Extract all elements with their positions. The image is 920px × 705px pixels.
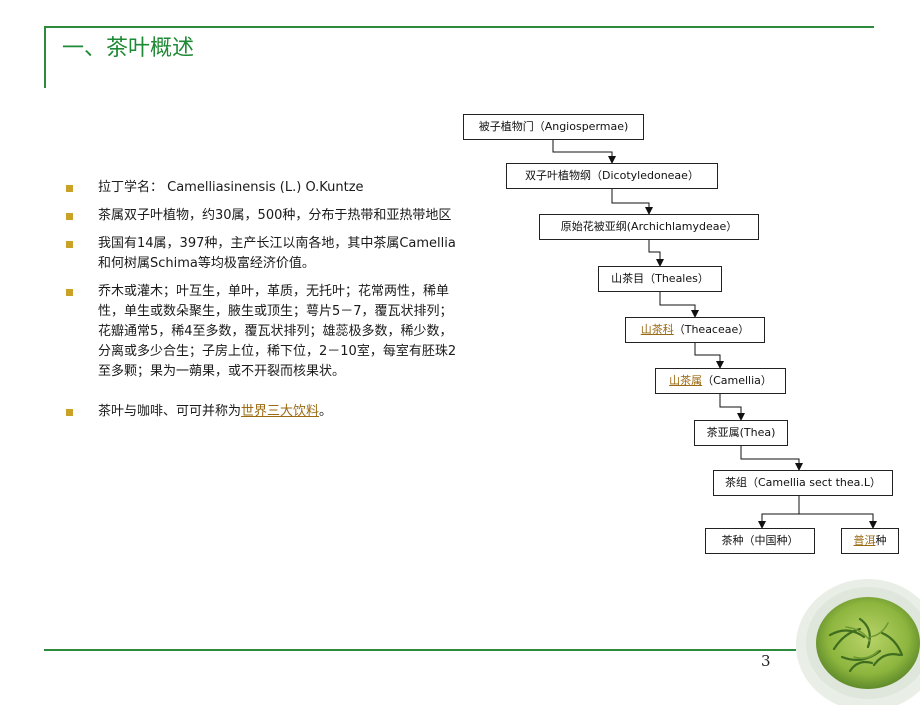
bullet-text: 乔木或灌木；叶互生，单叶，革质，无托叶；花常两性，稀单性，单生或数朵聚生，腋生或… xyxy=(98,284,457,379)
bullet-text: 茶叶与咖啡、可可并称为 xyxy=(98,404,242,419)
bullet-marker-icon xyxy=(66,409,73,416)
tea-leaves-image xyxy=(796,579,920,705)
bullet-text: 茶属双子叶植物，约30属，500种，分布于热带和亚热带地区 xyxy=(98,208,452,223)
node-genus: 山茶属（Camellia） xyxy=(655,368,786,394)
header-side-rule xyxy=(44,26,46,88)
connector-order-family xyxy=(659,292,699,318)
connector-class-subclass xyxy=(611,189,653,215)
page-number: 3 xyxy=(761,652,771,670)
node-family: 山茶科（Theaceae） xyxy=(625,317,765,343)
bullet-china: 我国有14属，397种，主产长江以南各地，其中茶属Camellia和何树属Sch… xyxy=(66,234,458,274)
connector-subgenus-section xyxy=(740,446,803,471)
bullet-list: 拉丁学名： Camelliasinensis (L.) O.Kuntze 茶属双… xyxy=(66,178,458,430)
connector-section-species xyxy=(758,496,800,529)
header-rule xyxy=(44,26,874,28)
bullet-latin-name: 拉丁学名： Camelliasinensis (L.) O.Kuntze xyxy=(66,178,458,198)
family-link[interactable]: 山茶科 xyxy=(640,323,674,336)
bullet-marker-icon xyxy=(66,185,73,192)
taxonomy-connectors xyxy=(552,140,877,529)
node-subclass: 原始花被亚纲(Archichlamydeae） xyxy=(539,214,759,240)
slide-title: 一、茶叶概述 xyxy=(62,36,195,61)
bullet-text-suffix: 。 xyxy=(319,404,333,419)
node-species-china: 茶种（中国种） xyxy=(705,528,815,554)
node-subgenus: 茶亚属(Thea) xyxy=(694,420,788,446)
footer-rule xyxy=(44,649,796,651)
connector-section-species2 xyxy=(799,513,877,529)
genus-link[interactable]: 山茶属 xyxy=(669,374,703,387)
bullet-marker-icon xyxy=(66,289,73,296)
bullet-text: 我国有14属，397种，主产长江以南各地，其中茶属Camellia和何树属Sch… xyxy=(98,236,456,271)
bullet-marker-icon xyxy=(66,213,73,220)
bullet-text: 拉丁学名： Camelliasinensis (L.) O.Kuntze xyxy=(98,180,364,195)
node-section: 茶组（Camellia sect thea.L） xyxy=(713,470,893,496)
node-species-puer: 普洱种 xyxy=(841,528,899,554)
bullet-marker-icon xyxy=(66,241,73,248)
connector-family-genus xyxy=(694,343,724,369)
bullet-morphology: 乔木或灌木；叶互生，单叶，革质，无托叶；花常两性，稀单性，单生或数朵聚生，腋生或… xyxy=(66,282,458,382)
node-class: 双子叶植物纲（Dicotyledoneae） xyxy=(506,163,718,189)
bullet-distribution: 茶属双子叶植物，约30属，500种，分布于热带和亚热带地区 xyxy=(66,206,458,226)
connector-genus-subgenus xyxy=(719,394,745,421)
bullet-beverages: 茶叶与咖啡、可可并称为世界三大饮料。 xyxy=(66,402,458,422)
node-phylum: 被子植物门（Angiospermae) xyxy=(463,114,644,140)
beverages-link[interactable]: 世界三大饮料 xyxy=(241,404,320,419)
connector-phylum-class xyxy=(552,140,616,164)
node-order: 山茶目（Theales） xyxy=(598,266,722,292)
connector-subclass-order xyxy=(648,240,664,267)
puer-link[interactable]: 普洱 xyxy=(853,534,876,547)
